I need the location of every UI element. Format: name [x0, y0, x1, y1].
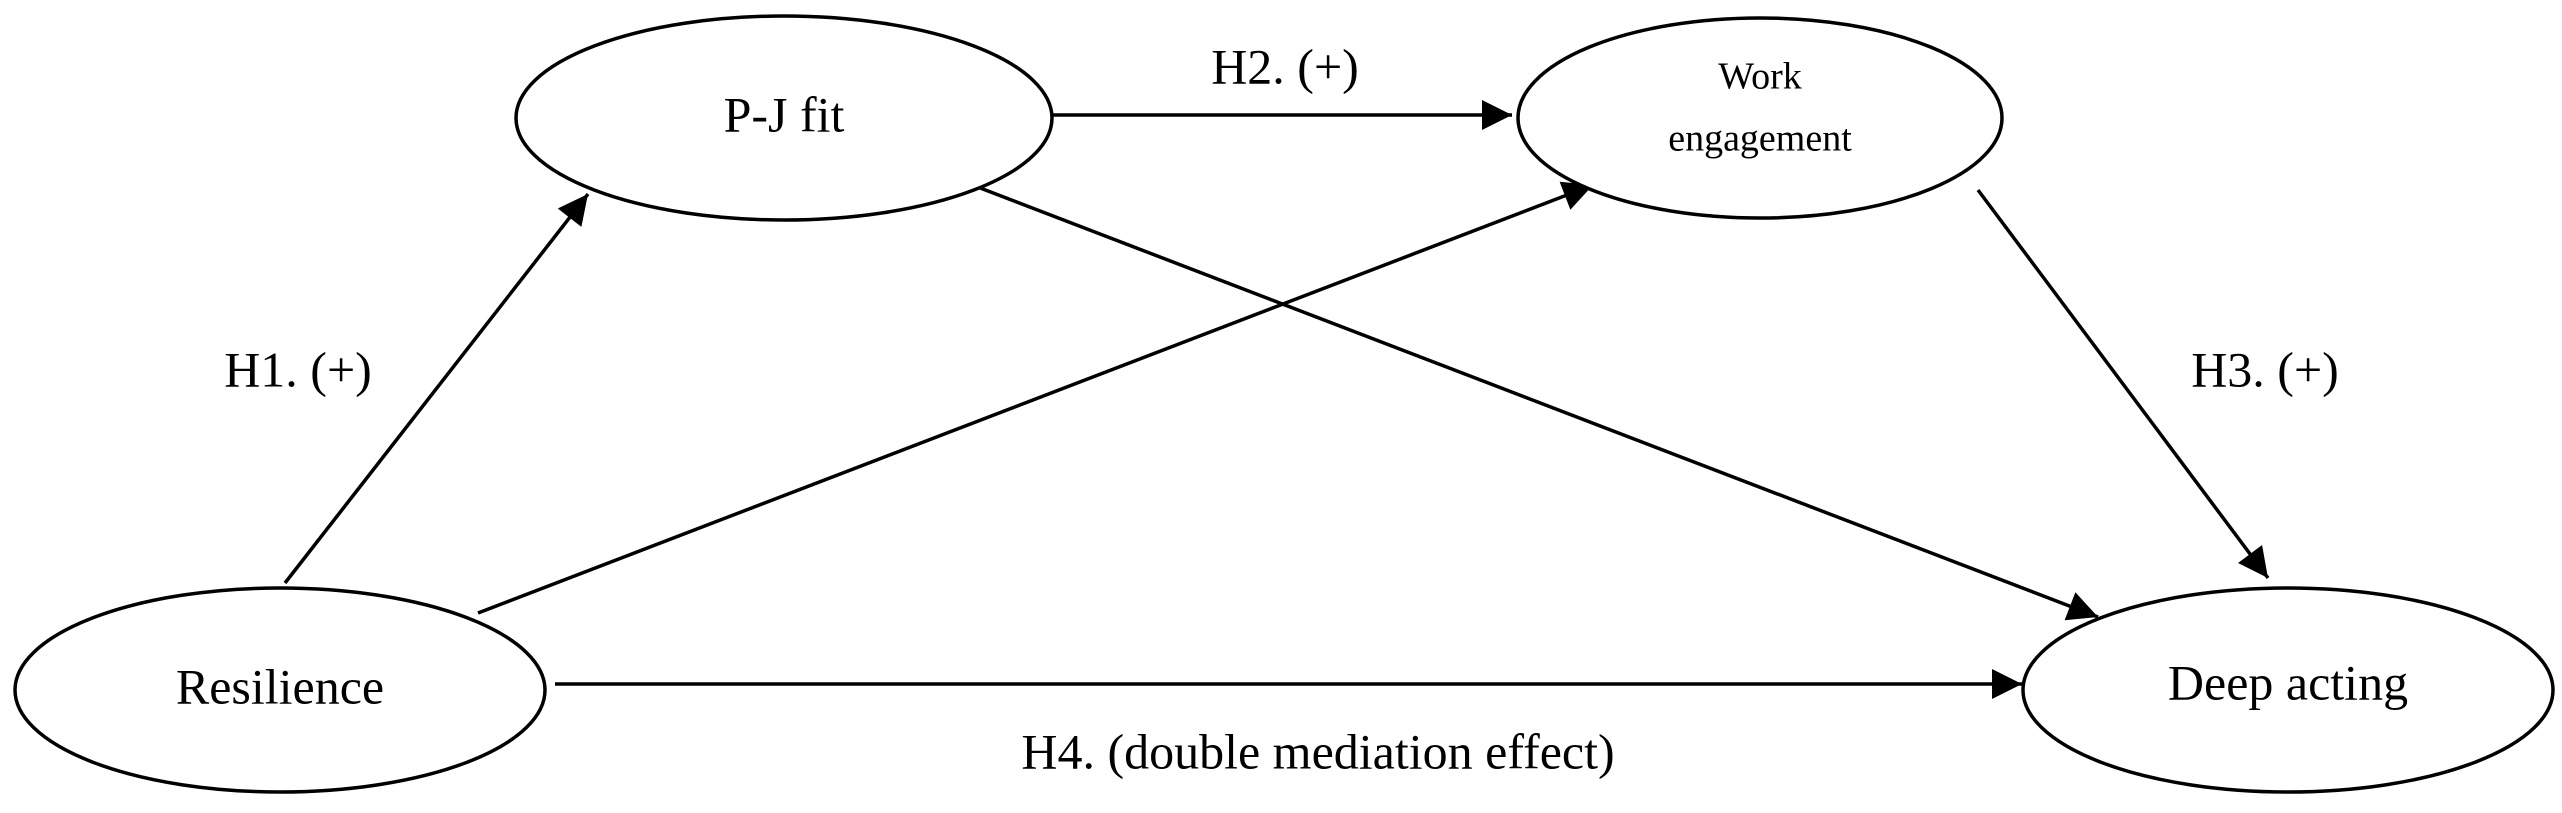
- node-deep-acting: Deep acting: [2021, 586, 2555, 794]
- edge-resilience-to-work-engagement: [477, 181, 1594, 615]
- h3-label: H3. (+): [2191, 341, 2339, 397]
- work-engagement-ellipse: [1516, 16, 2004, 220]
- h4-label: H4. (double mediation effect): [1021, 723, 1614, 779]
- resilience-label: Resilience: [176, 658, 384, 714]
- edge-work-engagement-to-deep-acting: [1976, 188, 2270, 580]
- node-pj-fit: P-J fit: [514, 14, 1054, 222]
- deep-acting-ellipse: [2021, 586, 2555, 794]
- resilience-ellipse: [13, 586, 547, 794]
- pj-fit-ellipse: [514, 14, 1054, 222]
- node-work-engagement: Work engagement: [1516, 16, 2004, 220]
- node-resilience: Resilience: [13, 586, 547, 794]
- edge-labels: H1. (+) H2. (+) H3. (+) H4. (double medi…: [224, 38, 2339, 779]
- h1-label: H1. (+): [224, 341, 372, 397]
- deep-acting-label: Deep acting: [2168, 654, 2408, 710]
- h2-label: H2. (+): [1211, 38, 1359, 94]
- work-engagement-label-line1: Work: [1718, 56, 1801, 98]
- edge-pj-fit-to-deep-acting: [974, 184, 2099, 621]
- pj-fit-label: P-J fit: [724, 86, 845, 142]
- edges: [283, 100, 2270, 699]
- work-engagement-label-line2: engagement: [1668, 118, 1852, 160]
- edge-resilience-to-pj-fit: [283, 192, 590, 585]
